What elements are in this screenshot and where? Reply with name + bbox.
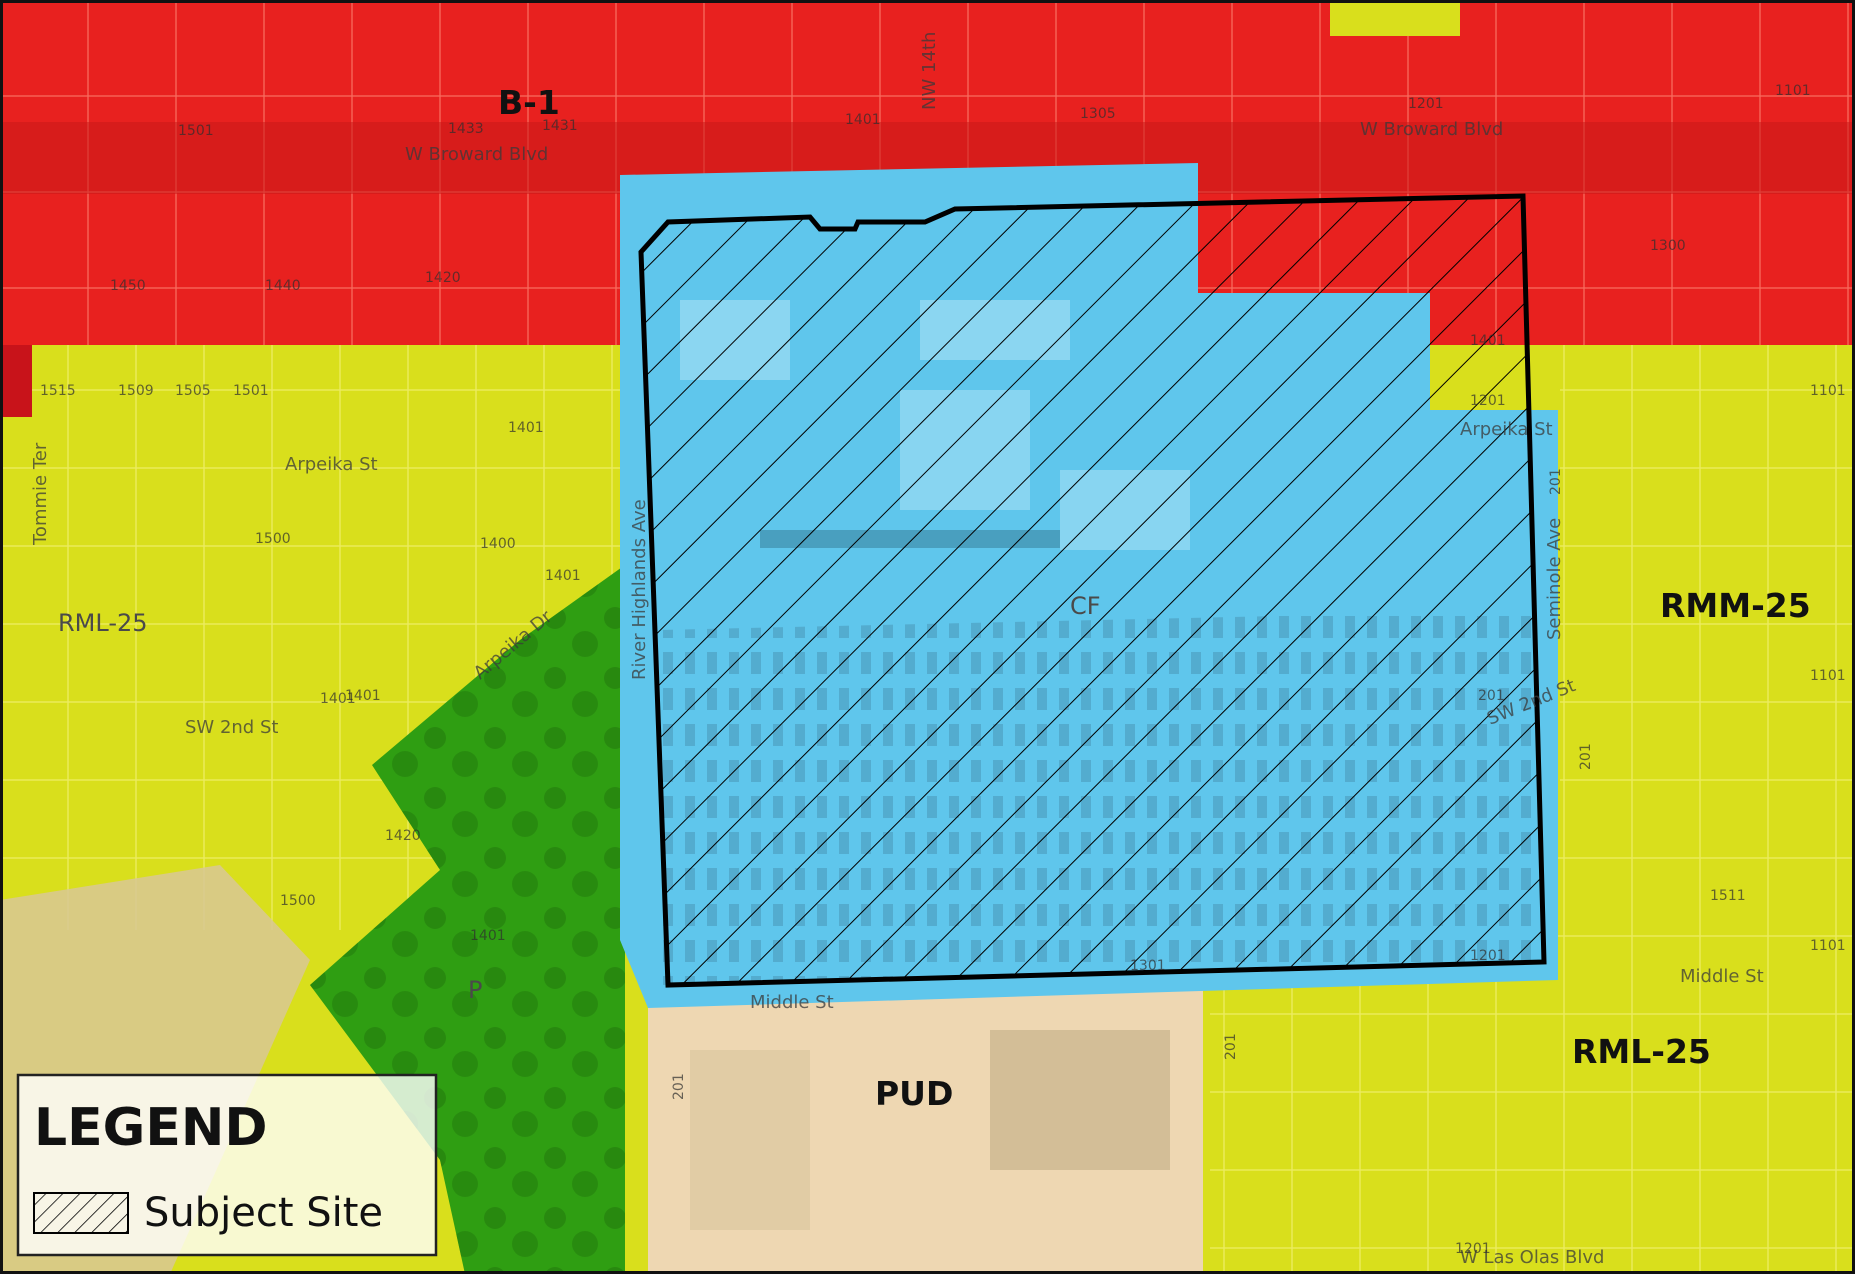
parcel-number: 1401 [345,688,381,704]
subject-site-hatch [641,196,1544,985]
zone-pud-building-2 [690,1050,810,1230]
parcel-number: 1511 [1710,888,1746,904]
zone-label-rmm: RMM-25 [1660,586,1811,625]
zone-yellow-top-parcel [1330,0,1460,36]
parcel-number: 1201 [1455,1241,1491,1257]
street-label-broward-east: W Broward Blvd [1360,119,1503,140]
parcel-number: 1501 [233,383,269,399]
parcel-number: 1201 [1470,393,1506,409]
parcel-number: 1201 [1470,948,1506,964]
parcel-number: 1440 [265,278,301,294]
parcel-number: 1401 [470,928,506,944]
parcel-number: 1101 [1810,383,1846,399]
zone-pud-building-1 [990,1030,1170,1170]
parcel-number: 1515 [40,383,76,399]
street-label-sw2nd-west: SW 2nd St [185,717,278,738]
zone-red-parcel-west-edge [0,345,32,417]
zone-label-pud: PUD [875,1074,953,1113]
zone-rmm-east-parcels [1560,280,1855,840]
zone-label-rml-west: RML-25 [58,609,148,637]
zone-label-b1: B-1 [498,83,560,122]
street-label-middle-center: Middle St [750,992,834,1013]
parcel-number: 1501 [178,123,214,139]
parcel-number: 201 [1578,743,1594,770]
parcel-number: 1101 [1775,83,1811,99]
street-label-nw14th: NW 14th [919,32,940,110]
legend-item-subject-site: Subject Site [144,1190,383,1236]
parcel-number: 1401 [1470,333,1506,349]
street-label-seminole: Seminole Ave [1544,518,1565,640]
legend-title: LEGEND [34,1098,268,1158]
zone-label-rml-east: RML-25 [1572,1032,1711,1071]
parcel-number: 1101 [1810,668,1846,684]
parcel-number: 1509 [118,383,154,399]
parcel-number: 1433 [448,121,484,137]
parcel-number: 1101 [1810,938,1846,954]
parcel-number: 1500 [280,893,316,909]
parcel-number: 1505 [175,383,211,399]
street-label-arpeika-east: Arpeika St [1460,419,1553,440]
street-label-broward-west: W Broward Blvd [405,144,548,165]
parcel-number: 1450 [110,278,146,294]
parcel-number: 1301 [1130,958,1166,974]
zone-label-park: P [468,976,482,1004]
parcel-number: 1401 [320,691,356,707]
parcel-number: 1401 [845,112,881,128]
parcel-number: 201 [1478,688,1505,704]
parcel-number: 1401 [545,568,581,584]
parcel-number: 201 [671,1073,687,1100]
street-label-tommie: Tommie Ter [30,442,51,546]
street-label-middle-east: Middle St [1680,966,1764,987]
parcel-number: 1300 [1650,238,1686,254]
zone-park-trees [310,565,625,1274]
parcel-number: 1201 [1408,96,1444,112]
diagonal-hatch-icon [33,1192,129,1234]
legend: LEGEND Subject Site [16,1073,438,1257]
parcel-number: 1400 [480,536,516,552]
parcel-number: 1401 [508,420,544,436]
parcel-number: 1500 [255,531,291,547]
parcel-number: 201 [1223,1033,1239,1060]
zone-label-cf: CF [1070,592,1101,620]
parcel-number: 1431 [542,118,578,134]
parcel-number: 201 [1548,468,1564,495]
parcel-number: 1420 [425,270,461,286]
subject-site-boundary [638,193,1547,988]
street-label-arpeika-west: Arpeika St [285,454,378,475]
parcel-number: 1305 [1080,106,1116,122]
parcel-number: 1420 [385,828,421,844]
street-label-river-highlands: River Highlands Ave [629,499,650,680]
street-label-las-olas: W Las Olas Blvd [1460,1247,1604,1268]
